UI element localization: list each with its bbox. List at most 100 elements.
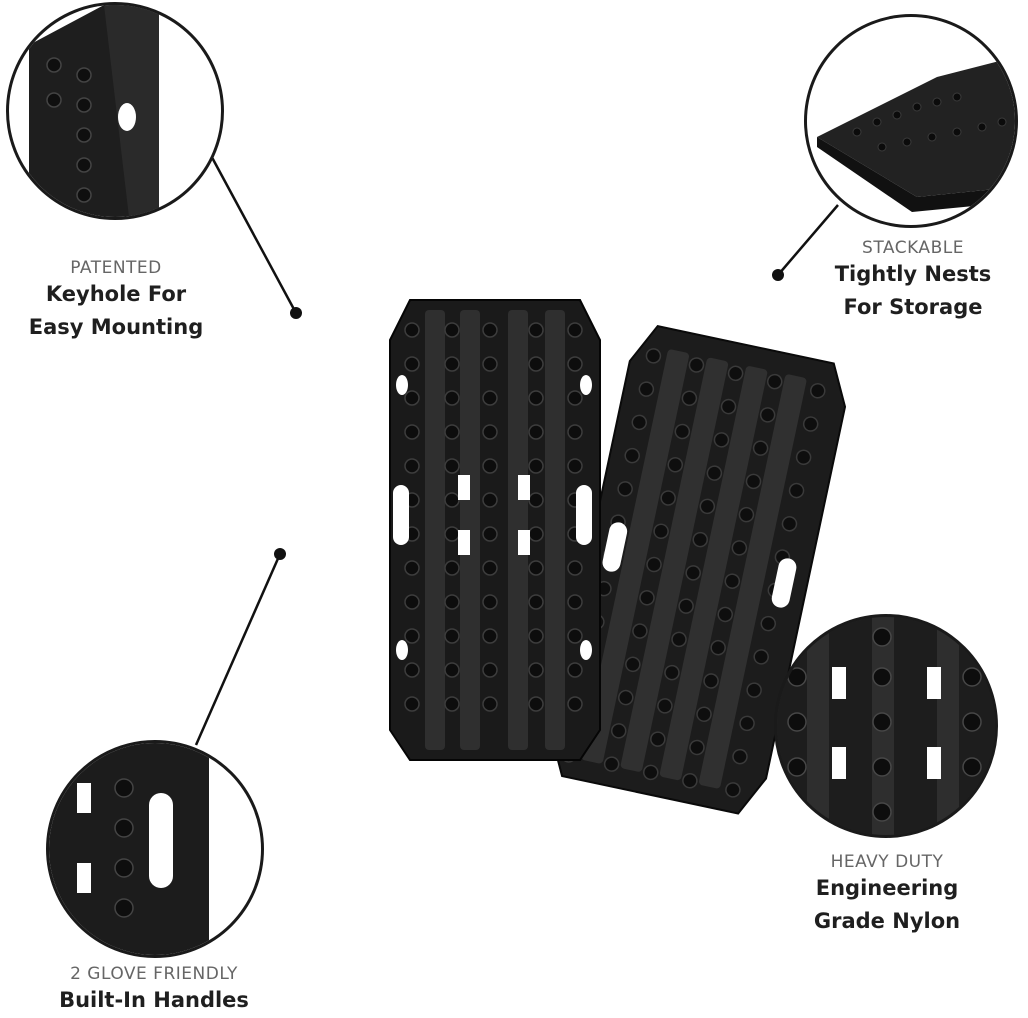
stud	[810, 383, 826, 399]
stud	[404, 390, 420, 406]
callout-keyhole-line1: Keyhole For	[45, 282, 187, 306]
stud	[482, 322, 498, 338]
stud	[404, 594, 420, 610]
callout-keyhole-kicker: PATENTED	[70, 258, 162, 278]
stud	[618, 689, 634, 706]
stud	[404, 662, 420, 678]
leader-line-stackable	[777, 204, 839, 276]
stud	[720, 398, 737, 415]
callout-handles: 2 GLOVE FRIENDLY Built-In Handles	[30, 964, 278, 1017]
stud	[689, 739, 705, 756]
stud	[732, 748, 748, 765]
handle-slot-back-right	[771, 558, 797, 608]
stud	[617, 481, 633, 497]
stud	[482, 628, 498, 644]
traction-board-front	[389, 299, 601, 761]
stud	[739, 715, 755, 732]
detail-circle-nylon	[774, 614, 998, 838]
stud	[528, 594, 544, 610]
stud	[404, 696, 420, 712]
stud	[724, 573, 741, 589]
stud	[482, 696, 498, 712]
stud	[759, 407, 776, 423]
stud	[717, 606, 733, 623]
stud	[682, 772, 698, 789]
stud	[746, 682, 762, 698]
stud	[731, 540, 748, 556]
leader-line-handles	[194, 553, 282, 746]
stud	[781, 516, 798, 532]
stud	[632, 623, 648, 639]
stud	[444, 492, 460, 508]
callout-stackable: STACKABLE Tightly Nests For Storage	[800, 238, 1026, 324]
leader-dot-handles	[274, 548, 286, 560]
handle-slot-back-left	[602, 522, 628, 572]
callout-handles-line1: Built-In Handles	[59, 988, 249, 1012]
stud	[664, 664, 680, 681]
stud	[528, 662, 544, 678]
stud	[643, 764, 659, 781]
stud	[482, 560, 498, 576]
stud	[703, 673, 719, 689]
stud	[699, 498, 716, 515]
stud	[444, 322, 460, 338]
stud	[444, 390, 460, 406]
callout-nylon: HEAVY DUTY Engineering Grade Nylon	[776, 852, 998, 938]
leader-dot-keyhole	[290, 307, 302, 319]
stud	[528, 628, 544, 644]
stud	[444, 526, 460, 542]
stud	[528, 424, 544, 440]
stud	[444, 594, 460, 610]
stud	[567, 322, 583, 338]
stud	[482, 424, 498, 440]
handle-slot-front-left	[393, 485, 409, 545]
traction-board-back	[549, 324, 847, 815]
stud	[657, 698, 673, 714]
stud	[760, 615, 777, 632]
callout-nylon-line1: Engineering	[815, 876, 959, 900]
detail-circle-stackable	[804, 14, 1018, 228]
stud	[645, 348, 662, 364]
callout-stackable-line1: Tightly Nests	[834, 262, 992, 286]
stud	[752, 440, 769, 456]
stud	[567, 458, 583, 474]
stud	[528, 526, 544, 542]
detail-circle-keyhole	[6, 2, 224, 220]
keyhole-front-top-left	[396, 375, 408, 395]
stud	[567, 356, 583, 372]
callout-keyhole-line2: Easy Mounting	[28, 315, 204, 339]
keyhole-front-top-right	[580, 375, 592, 395]
stud	[631, 414, 648, 431]
stud	[688, 357, 705, 373]
stud	[624, 447, 640, 464]
stud	[404, 628, 420, 644]
stud	[745, 473, 762, 490]
stud	[444, 458, 460, 474]
stud	[404, 322, 420, 338]
stud	[795, 449, 812, 466]
stud	[674, 423, 691, 440]
stud	[567, 424, 583, 440]
leader-line-keyhole	[206, 149, 298, 314]
stud	[482, 492, 498, 508]
stud	[567, 390, 583, 406]
stud	[482, 458, 498, 474]
stud	[692, 531, 708, 548]
stud	[766, 373, 783, 390]
stud	[678, 598, 694, 614]
stud	[610, 723, 627, 739]
stud	[444, 424, 460, 440]
keyhole-front-bottom-right	[580, 640, 592, 660]
stud	[639, 590, 655, 606]
stud	[603, 756, 620, 772]
stud	[710, 639, 726, 656]
stud	[638, 381, 655, 397]
stud	[567, 560, 583, 576]
stud	[646, 556, 662, 573]
stud	[738, 506, 755, 523]
stud	[404, 560, 420, 576]
stud	[444, 696, 460, 712]
stud	[404, 458, 420, 474]
handle-slot-front-right	[576, 485, 592, 545]
